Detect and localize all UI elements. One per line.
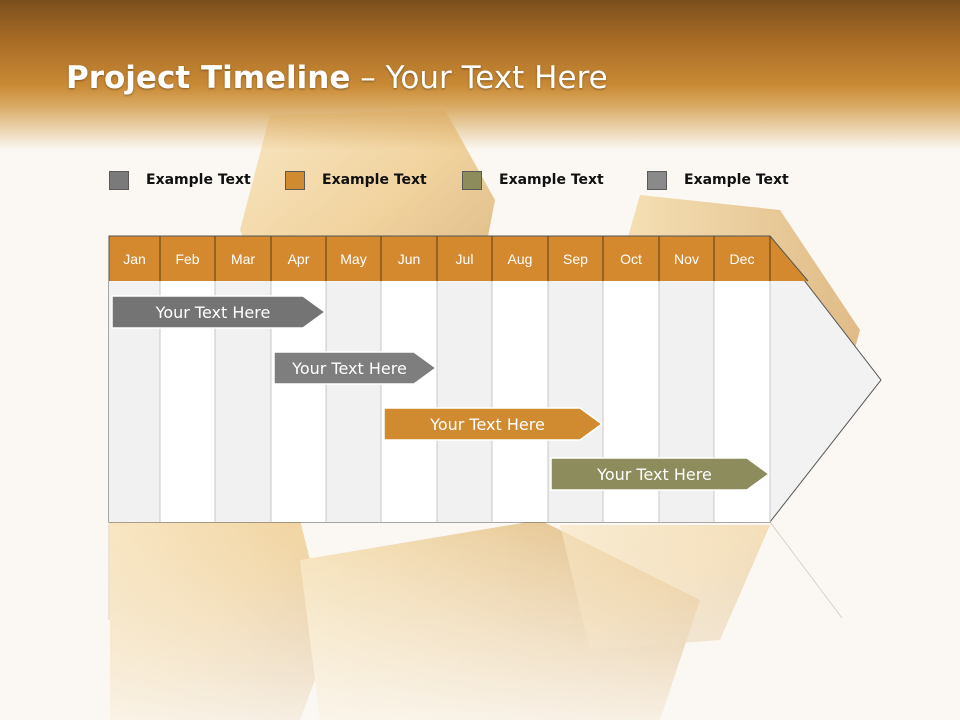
month-label-dec: Dec [730, 251, 755, 267]
month-label-jun: Jun [398, 251, 421, 267]
month-column-may [326, 281, 381, 522]
month-column-jul [437, 281, 492, 522]
month-label-apr: Apr [288, 251, 310, 267]
month-label-jul: Jul [456, 251, 474, 267]
task-bar-1 [111, 295, 327, 329]
month-label-aug: Aug [508, 251, 533, 267]
header-band [0, 0, 960, 150]
legend-label-4: Example Text [684, 172, 789, 188]
month-label-jan: Jan [123, 251, 146, 267]
task-bar-label-1: Your Text Here [155, 303, 271, 322]
title-bold: Project Timeline [66, 60, 351, 96]
legend-label-2: Example Text [322, 172, 427, 188]
title-rest: – Your Text Here [350, 60, 608, 96]
task-bar-label-2: Your Text Here [291, 359, 407, 378]
legend-label-1: Example Text [146, 172, 251, 188]
task-bar-4 [550, 457, 771, 491]
task-bar-label-3: Your Text Here [429, 415, 545, 434]
legend-swatch-3 [462, 171, 482, 190]
reflection-diagonal-line [769, 521, 843, 619]
task-bar-label-4: Your Text Here [596, 465, 712, 484]
month-label-may: May [340, 251, 366, 267]
month-label-mar: Mar [231, 251, 255, 267]
month-column-aug [492, 281, 548, 522]
page-title: Project Timeline – Your Text Here [66, 60, 608, 104]
legend-swatch-2 [285, 171, 305, 190]
month-header-band [109, 236, 808, 281]
legend-swatch-4 [647, 171, 667, 190]
task-bar-3 [383, 407, 604, 441]
legend-swatch-1 [109, 171, 129, 190]
header-outline [108, 235, 809, 282]
legend-label-3: Example Text [499, 172, 604, 188]
month-label-feb: Feb [175, 251, 199, 267]
month-label-oct: Oct [620, 251, 642, 267]
month-label-sep: Sep [563, 251, 588, 267]
task-bar-2 [273, 351, 438, 385]
month-label-nov: Nov [674, 251, 699, 267]
month-column-jun [381, 281, 437, 522]
